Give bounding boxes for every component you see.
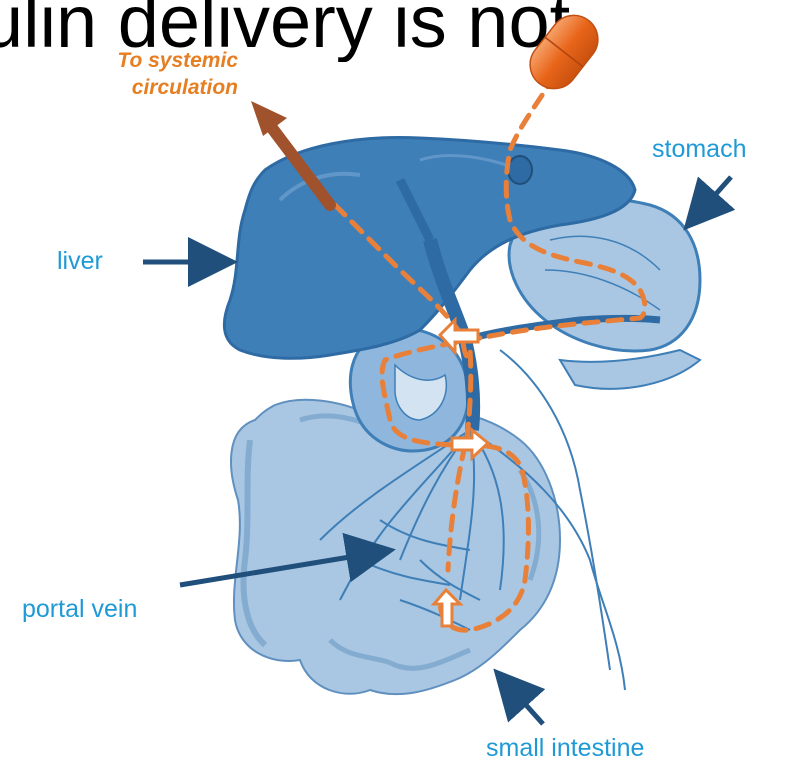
portal-vein-label: portal vein bbox=[22, 595, 137, 624]
small-intestine-pointer bbox=[500, 676, 543, 724]
liver-label: liver bbox=[57, 247, 103, 276]
capsule-icon bbox=[520, 6, 607, 99]
stomach-pointer bbox=[690, 177, 731, 223]
systemic-circulation-label: To systemic circulation bbox=[78, 47, 238, 101]
stomach-label: stomach bbox=[652, 135, 746, 164]
small-intestine-label: small intestine bbox=[486, 734, 644, 763]
